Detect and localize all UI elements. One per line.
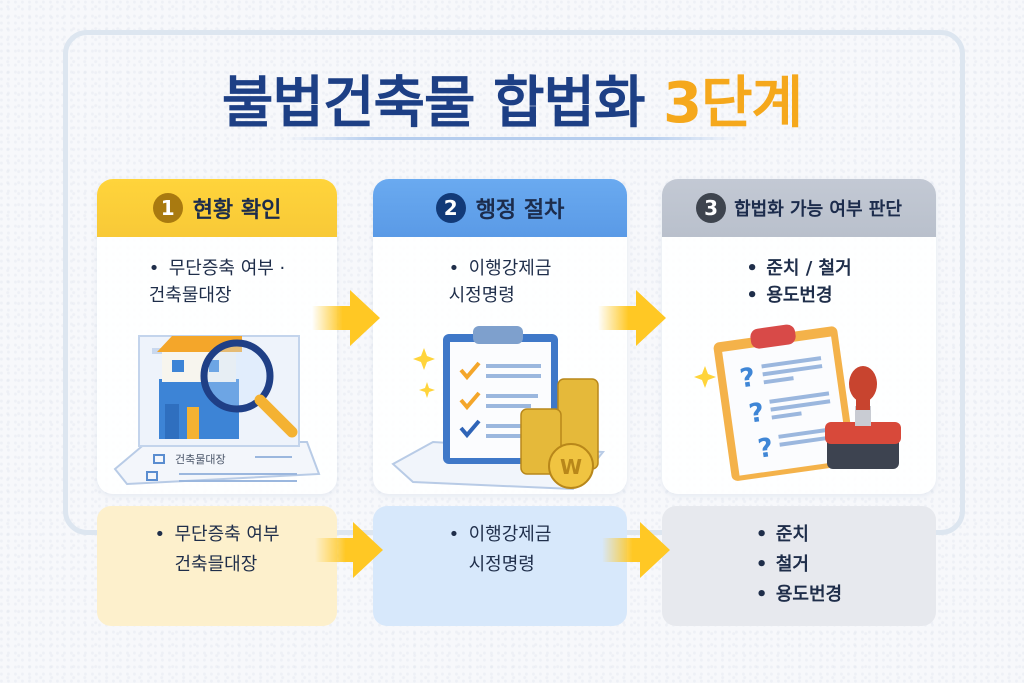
sparkle-icon bbox=[694, 366, 716, 388]
question-icon: ? bbox=[756, 433, 775, 465]
step-header-1: 1 현황 확인 bbox=[97, 179, 337, 237]
list-item: 용도번경 bbox=[746, 282, 851, 309]
building-magnifier-illustration: 건축물대장 bbox=[97, 324, 337, 494]
summary-items: 무단증축 여부 건축믈대장 bbox=[154, 520, 279, 626]
won-coin-icon bbox=[548, 443, 594, 489]
question-stamp-illustration: ? ? ? bbox=[662, 324, 936, 494]
summary-card-2: 이행강제금 시정명령 bbox=[373, 506, 627, 626]
step-title: 행정 절차 bbox=[475, 198, 565, 223]
step-number-badge: 1 bbox=[152, 193, 183, 223]
summary-items: 이행강제금 시정명령 bbox=[449, 520, 552, 626]
question-icon: ? bbox=[738, 363, 757, 395]
step-title: 현황 확인 bbox=[192, 198, 282, 223]
step-items: 무단증축 여부 · 건축물대장 bbox=[149, 255, 286, 309]
list-item: 용도번경 bbox=[756, 580, 842, 610]
summary-items: 준치 철거 용도번경 bbox=[756, 520, 842, 626]
list-item: 무단증축 여부 bbox=[154, 520, 279, 550]
arrow-right-icon bbox=[315, 522, 383, 578]
page-title: 불법건축물 합법화 3단계 bbox=[0, 58, 1024, 139]
summary-card-1: 무단증축 여부 건축믈대장 bbox=[97, 506, 337, 626]
stamp-icon bbox=[825, 366, 901, 469]
list-item: 시정명령 bbox=[448, 285, 515, 306]
summary-card-3: 준치 철거 용도번경 bbox=[662, 506, 936, 626]
svg-text:건축물대장: 건축물대장 bbox=[175, 453, 226, 466]
step-items: 준치 / 철거 용도번경 bbox=[746, 255, 851, 309]
step-items: 이행강제금 시정명령 bbox=[449, 255, 552, 309]
list-item: 시정명령 bbox=[468, 554, 535, 575]
step-card-2: 2 행정 절차 이행강제금 시정명령 bbox=[373, 179, 627, 494]
step-header-2: 2 행정 절차 bbox=[373, 179, 627, 237]
list-item: 철거 bbox=[756, 550, 842, 580]
list-item: 이행강제금 bbox=[449, 520, 552, 550]
list-item: 준치 bbox=[756, 520, 842, 550]
arrow-right-icon bbox=[598, 290, 666, 346]
sparkle-icon bbox=[413, 348, 435, 370]
step-title: 합법화 가능 여부 판단 bbox=[734, 199, 902, 220]
step-number-badge: 2 bbox=[435, 193, 466, 223]
step-card-1: 1 현황 확인 무단증축 여부 · 건축물대장 건축물대장 bbox=[97, 179, 337, 494]
arrow-right-icon bbox=[312, 290, 380, 346]
list-item: 무단증축 여부 · bbox=[149, 255, 286, 282]
title-accent: 3단계 bbox=[663, 71, 803, 136]
sparkle-icon bbox=[419, 382, 435, 398]
list-item: 건축믈대장 bbox=[174, 554, 258, 575]
title-divider bbox=[285, 137, 740, 140]
step-header-3: 3 합법화 가능 여부 판단 bbox=[662, 179, 936, 237]
list-item: 준치 / 철거 bbox=[746, 255, 851, 282]
list-item: 이행강제금 bbox=[449, 255, 552, 282]
step-card-3: 3 합법화 가능 여부 판단 준치 / 철거 용도번경 ? ? ? bbox=[662, 179, 936, 494]
title-main: 불법건축물 합법화 bbox=[221, 71, 664, 136]
question-icon: ? bbox=[747, 398, 766, 430]
arrow-right-icon bbox=[602, 522, 670, 578]
svg-text:W: W bbox=[560, 455, 582, 479]
list-item: 건축물대장 bbox=[148, 285, 232, 306]
step-number-badge: 3 bbox=[696, 193, 727, 223]
clipboard-coins-illustration: W bbox=[373, 324, 627, 494]
